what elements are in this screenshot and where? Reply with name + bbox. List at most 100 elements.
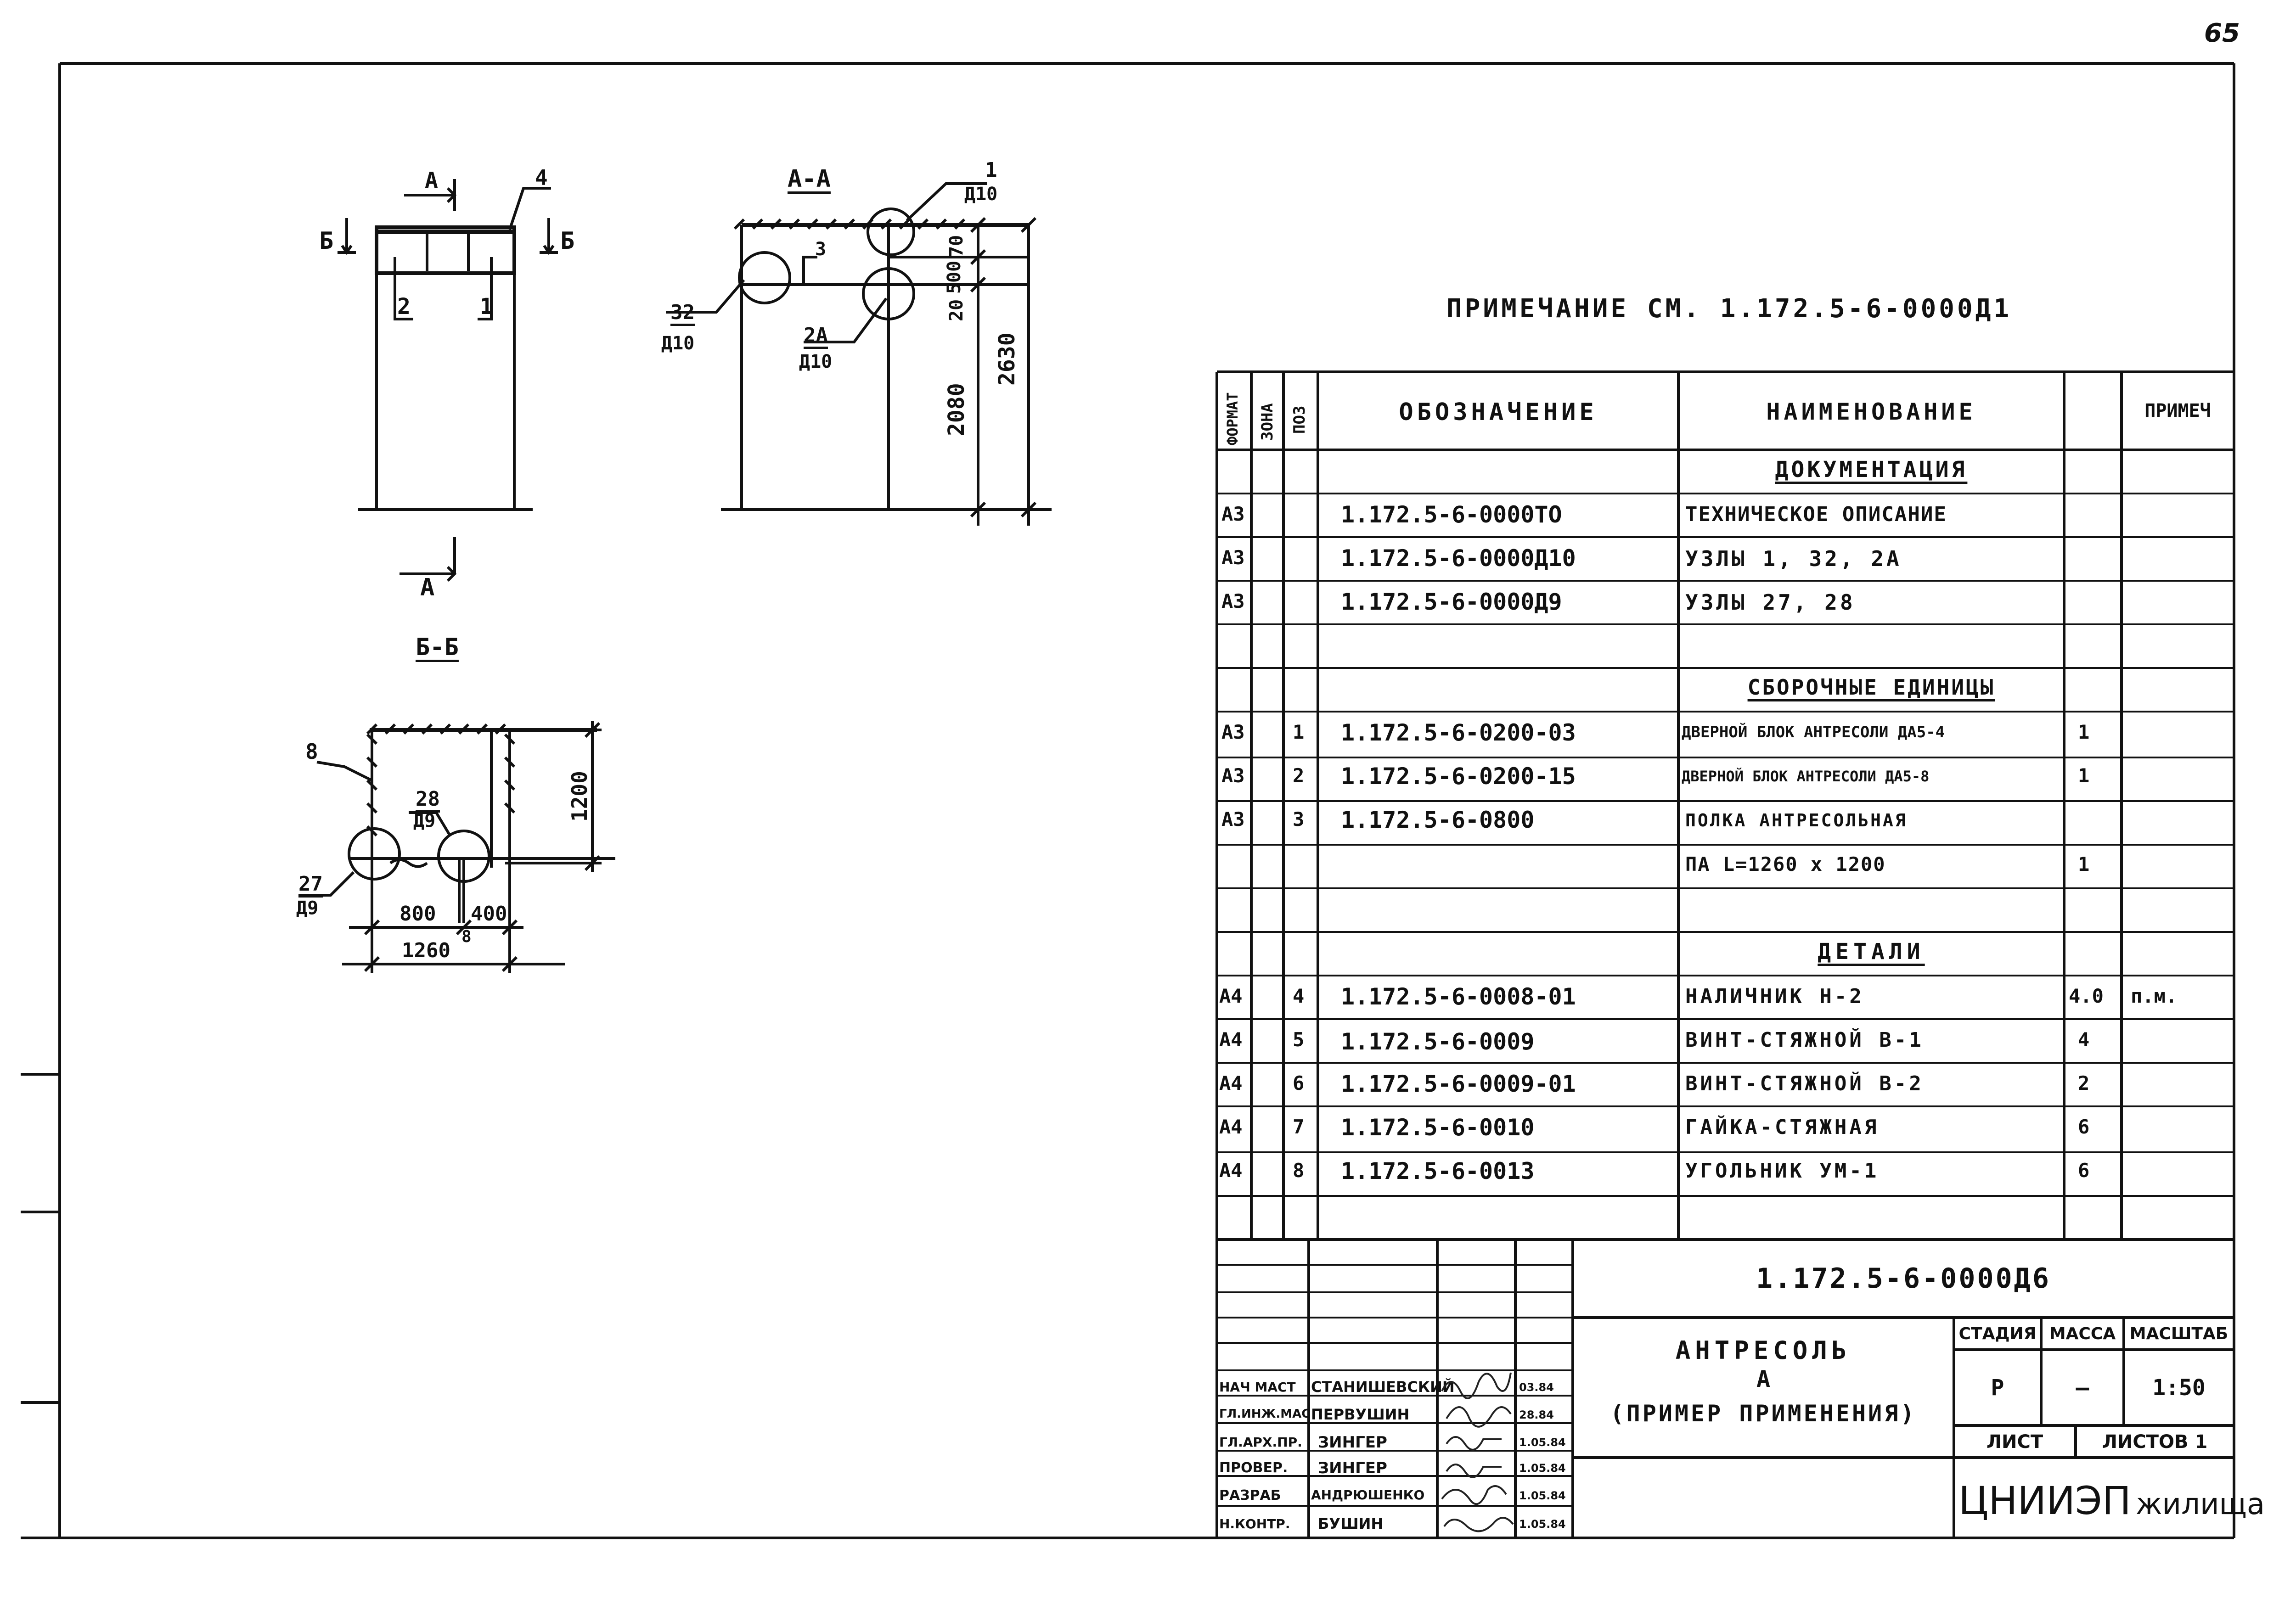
position-3-label: 3 [815, 239, 827, 260]
spec-row-designation: 1.172.5-6-0000Д9 [1341, 589, 1562, 615]
position-8-label: 8 [305, 739, 318, 764]
spec-row-format: А4 [1219, 1116, 1243, 1138]
spec-row-designation: 1.172.5-6-0200-03 [1341, 719, 1576, 746]
spec-row-note: п.м. [2131, 985, 2178, 1007]
sheets-label: ЛИСТОВ 1 [2102, 1431, 2208, 1453]
spec-section-details: ДЕТАЛИ [1818, 939, 1925, 965]
spec-row-pos: 3 [1293, 808, 1305, 830]
spec-row-format: А4 [1219, 985, 1243, 1007]
spec-row-format: А3 [1221, 590, 1245, 612]
spec-row-name: УГОЛЬНИК УМ-1 [1685, 1159, 1880, 1183]
scale-label: МАСШТАБ [2129, 1324, 2228, 1343]
document-number: 1.172.5-6-0000Д6 [1756, 1262, 2051, 1295]
position-2-label: 2 [397, 294, 411, 320]
spec-row-pos: 1 [1293, 721, 1305, 743]
spec-row-name: ДВЕРНОЙ БЛОК АНТРЕСОЛИ ДА5-4 [1682, 723, 1945, 741]
sheet-label: ЛИСТ [1986, 1431, 2043, 1453]
stage-value: Р [1991, 1375, 2004, 1401]
spec-row-designation: 1.172.5-6-0800 [1341, 807, 1535, 833]
node-1-label: 1 [985, 158, 997, 182]
spec-row-format: А3 [1221, 808, 1245, 830]
signer-name: ПЕРВУШИН [1311, 1406, 1410, 1423]
spec-row-designation: 1.172.5-6-0000Д10 [1341, 545, 1576, 572]
page-number: 65 [2204, 18, 2240, 48]
node-28-ref: Д9 [413, 810, 436, 831]
spec-row-format: А4 [1219, 1028, 1243, 1051]
dim-1260-superscript: 8 [461, 927, 472, 946]
organization-abbr: ЦНИИЭП [1958, 1478, 2131, 1523]
spec-row-name: ГАЙКА-СТЯЖНАЯ [1685, 1116, 1880, 1139]
title-line-2: А [1756, 1366, 1771, 1392]
header-name: НАИМЕНОВАНИЕ [1766, 398, 1976, 425]
spec-row-name: ВИНТ-СТЯЖНОЙ В-2 [1685, 1072, 1924, 1095]
spec-row-designation: 1.172.5-6-0000ТО [1341, 501, 1562, 528]
section-aa-title: А-А [788, 165, 831, 193]
spec-row-qty: 1 [2078, 764, 2090, 787]
signer-name: БУШИН [1318, 1515, 1384, 1532]
spec-row-name: ДВЕРНОЙ БЛОК АНТРЕСОЛИ ДА5-8 [1682, 768, 1930, 785]
signer-date: 1.05.84 [1519, 1518, 1566, 1531]
title-line-3: (ПРИМЕР ПРИМЕНЕНИЯ) [1610, 1400, 1917, 1427]
node-27-label: 27 [298, 872, 323, 896]
dim-800: 800 [400, 902, 436, 926]
spec-row-name: УЗЛЫ 27, 28 [1685, 590, 1856, 615]
signer-date: 28.84 [1519, 1408, 1554, 1421]
signer-date: 1.05.84 [1519, 1436, 1566, 1449]
spec-section-documentation: ДОКУМЕНТАЦИЯ [1775, 457, 1968, 482]
spec-row-pos: 4 [1293, 985, 1305, 1007]
spec-row-qty: 6 [2078, 1116, 2090, 1138]
spec-row-designation: 1.172.5-6-0009 [1341, 1028, 1535, 1055]
node-32-ref: Д10 [661, 333, 695, 354]
signer-role: НАЧ МАСТ [1219, 1380, 1296, 1395]
spec-row-name: ПА L=1260 x 1200 [1685, 853, 1886, 875]
signer-role: ГЛ.ИНЖ.МАС [1219, 1407, 1311, 1421]
dim-1260: 1260 [402, 939, 450, 962]
spec-row-designation: 1.172.5-6-0013 [1341, 1158, 1535, 1184]
node-27-ref: Д9 [296, 898, 319, 919]
cut-label-a-top: А [425, 168, 438, 193]
spec-row-name: ТЕХНИЧЕСКОЕ ОПИСАНИЕ [1685, 503, 1947, 526]
spec-row-pos: 5 [1293, 1028, 1305, 1051]
spec-row-pos: 7 [1293, 1116, 1305, 1138]
node-28-label: 28 [416, 787, 440, 811]
spec-row-format: А3 [1221, 721, 1245, 743]
spec-row-name: УЗЛЫ 1, 32, 2А [1685, 546, 1902, 571]
header-note: ПРИМЕЧ [2144, 400, 2211, 421]
section-bb-title: Б-Б [416, 634, 459, 661]
signer-role: ПРОВЕР. [1219, 1460, 1288, 1476]
spec-row-pos: 6 [1293, 1072, 1305, 1094]
position-1-label: 1 [480, 294, 493, 320]
signer-role: ГЛ.АРХ.ПР. [1219, 1435, 1302, 1450]
spec-section-assemblies: СБОРОЧНЫЕ ЕДИНИЦЫ [1747, 675, 1995, 700]
signer-name: ЗИНГЕР [1318, 1459, 1387, 1477]
spec-row-format: А3 [1221, 503, 1245, 525]
mass-value: – [2076, 1375, 2089, 1401]
signer-role: Н.КОНТР. [1219, 1516, 1290, 1531]
stage-label: СТАДИЯ [1958, 1324, 2037, 1343]
title-line-1: АНТРЕСОЛЬ [1675, 1336, 1851, 1365]
spec-row-qty: 6 [2078, 1159, 2090, 1182]
spec-row-designation: 1.172.5-6-0200-15 [1341, 763, 1576, 790]
spec-row-designation: 1.172.5-6-0008-01 [1341, 983, 1576, 1010]
spec-row-format: А3 [1221, 764, 1245, 787]
spec-row-name: НАЛИЧНИК Н-2 [1685, 985, 1864, 1008]
node-2a-ref: Д10 [799, 351, 833, 372]
cut-label-a-bottom: А [420, 574, 435, 601]
signer-date: 03.84 [1519, 1381, 1554, 1394]
dim-400: 400 [471, 902, 507, 926]
spec-row-qty: 4 [2078, 1028, 2090, 1051]
spec-row-qty: 2 [2078, 1072, 2090, 1094]
header-designation: ОБОЗНАЧЕНИЕ [1399, 398, 1598, 426]
spec-row-format: А4 [1219, 1159, 1243, 1182]
spec-row-designation: 1.172.5-6-0009-01 [1341, 1071, 1576, 1097]
spec-row-format: А3 [1221, 546, 1245, 569]
spec-row-pos: 2 [1293, 764, 1305, 787]
signer-date: 1.05.84 [1519, 1489, 1566, 1502]
signer-date: 1.05.84 [1519, 1462, 1566, 1475]
node-1-ref: Д10 [964, 184, 998, 205]
spec-row-qty: 1 [2078, 721, 2090, 743]
spec-row-name: ПОЛКА АНТРЕСОЛЬНАЯ [1685, 810, 1908, 830]
